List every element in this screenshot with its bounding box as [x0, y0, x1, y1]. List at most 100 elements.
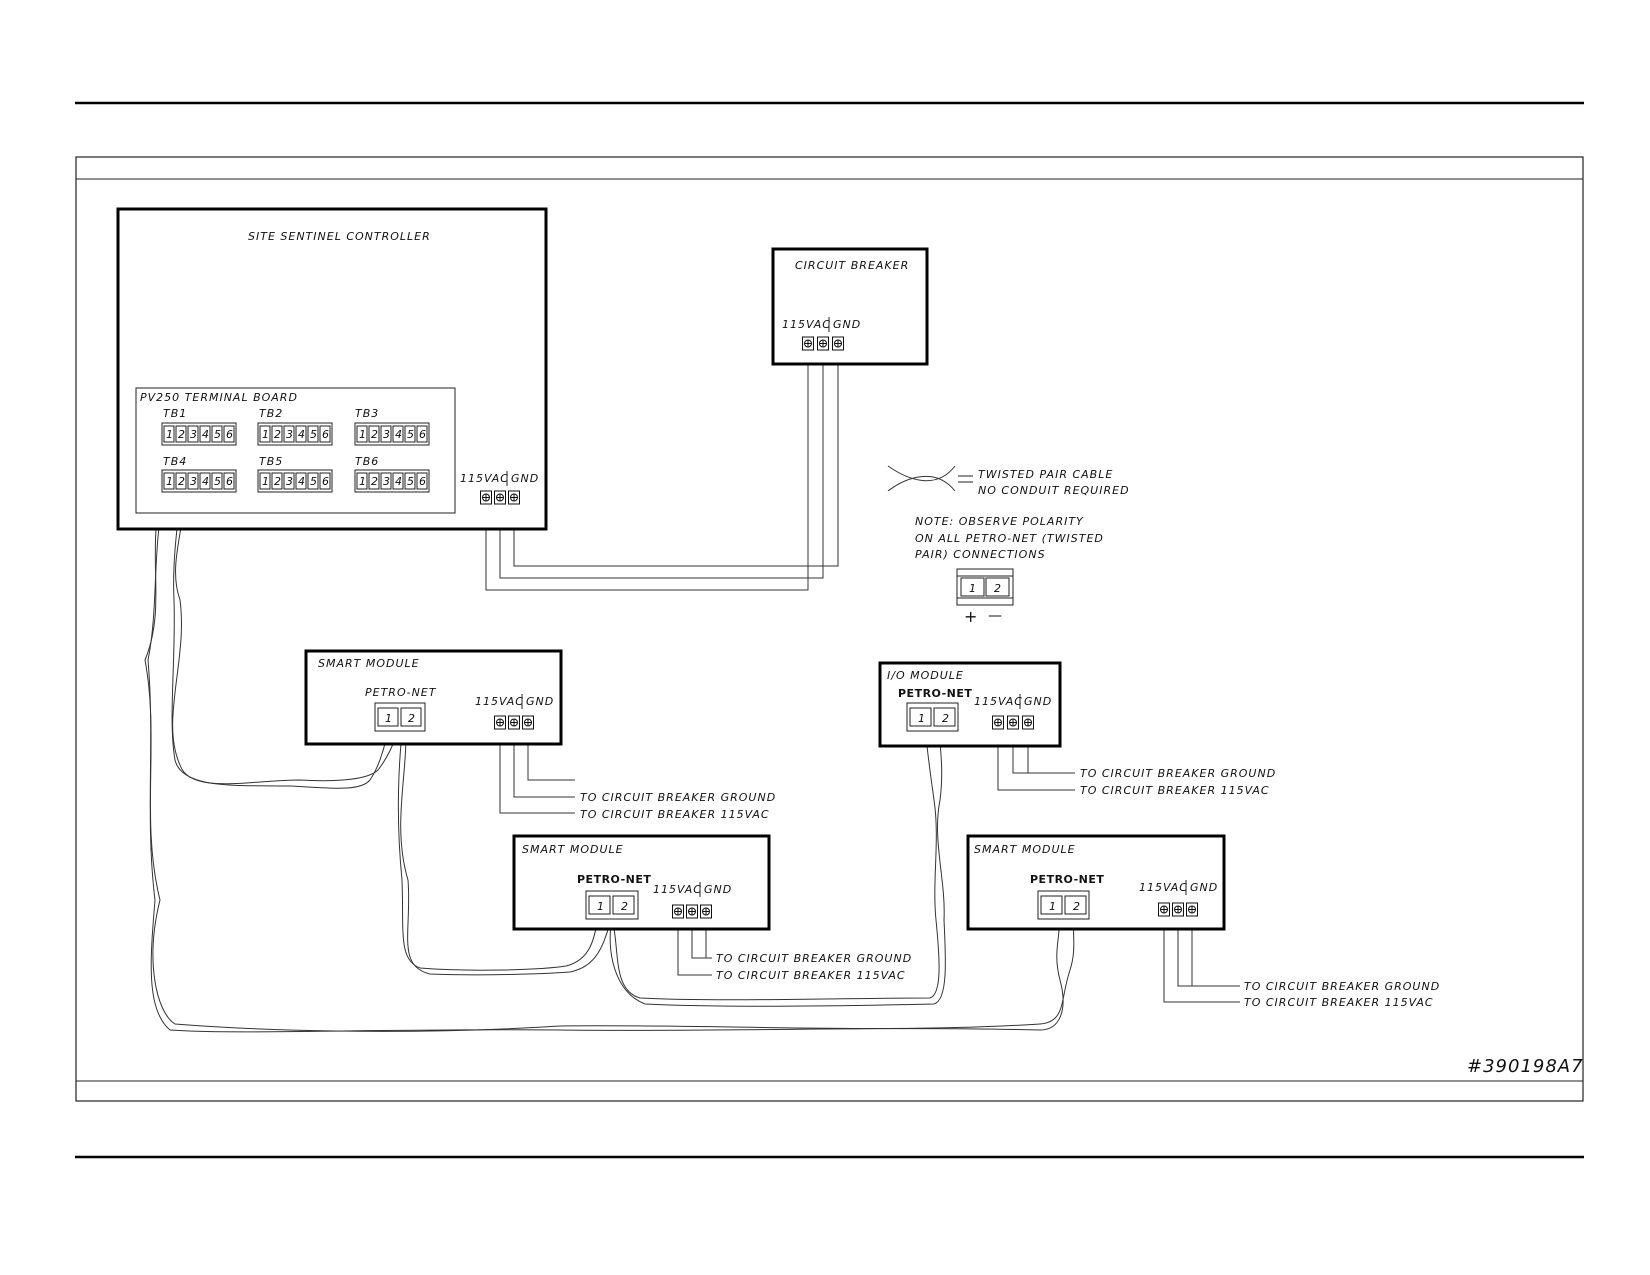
terminal-pin: 3	[286, 475, 293, 488]
polarity-pin-1: 1	[969, 582, 976, 595]
module-title: SMART MODULE	[974, 843, 1076, 856]
power-label: 115VAC	[1139, 881, 1188, 894]
legend-line-2: NO CONDUIT REQUIRED	[978, 484, 1130, 497]
io-module: I/O MODULE PETRO-NET 1 2 115VAC GND TO C…	[878, 661, 1276, 797]
petro-net-connector	[906, 702, 959, 732]
tb3-label: TB3	[355, 407, 379, 420]
polarity-plus: +	[964, 607, 978, 626]
tb2-label: TB2	[259, 407, 283, 420]
terminal-pin: 6	[419, 475, 426, 488]
tb1-label: TB1	[163, 407, 187, 420]
screw-terminal	[672, 904, 684, 919]
terminal-pin: 5	[310, 428, 317, 441]
to-power-label: TO CIRCUIT BREAKER 115VAC	[580, 808, 770, 821]
terminal-pin: 5	[310, 475, 317, 488]
petro-net-connector	[1037, 890, 1090, 920]
petro-net-label: PETRO-NET	[365, 686, 437, 699]
drawing-frame	[75, 156, 1584, 1102]
screw-terminal	[508, 715, 520, 730]
terminal-pin: 2	[274, 475, 281, 488]
controller-gnd-label: GND	[511, 472, 539, 485]
polarity-pin-2: 2	[994, 582, 1001, 595]
breaker-115vac-label: 115VAC	[782, 318, 831, 331]
terminal-pin: 3	[383, 428, 390, 441]
terminal-pin: 3	[286, 428, 293, 441]
terminal-pin: 3	[190, 428, 197, 441]
screw-terminal	[494, 715, 506, 730]
terminal-pin: 4	[395, 475, 402, 488]
screw-terminal	[686, 904, 698, 919]
to-ground-label: TO CIRCUIT BREAKER GROUND	[580, 791, 776, 804]
power-label: 115VAC	[475, 695, 524, 708]
tb6-label: TB6	[355, 455, 379, 468]
terminal-pin: 2	[178, 428, 185, 441]
petro-net-label: PETRO-NET	[577, 873, 651, 886]
note-line-1: NOTE: OBSERVE POLARITY	[915, 515, 1084, 528]
terminal-pin: 4	[202, 475, 209, 488]
terminal-pin: 2	[178, 475, 185, 488]
screw-terminal	[494, 490, 506, 505]
module-title: SMART MODULE	[318, 657, 420, 670]
ground-label: GND	[1024, 695, 1052, 708]
controller-115vac-label: 115VAC	[460, 472, 509, 485]
terminal-pin: 5	[214, 428, 221, 441]
screw-terminal	[1007, 715, 1019, 730]
pin-1: 1	[918, 712, 925, 725]
power-label: 115VAC	[974, 695, 1023, 708]
pin-2: 2	[942, 712, 949, 725]
to-ground-label: TO CIRCUIT BREAKER GROUND	[1244, 980, 1440, 993]
circuit-breaker-title: CIRCUIT BREAKER	[795, 259, 909, 272]
terminal-pin: 4	[202, 428, 209, 441]
module-title: SMART MODULE	[522, 843, 624, 856]
screw-terminal	[480, 490, 492, 505]
terminal-pin: 4	[298, 475, 305, 488]
terminal-pin: 1	[262, 428, 269, 441]
terminal-pin: 3	[190, 475, 197, 488]
controller-box	[116, 207, 548, 531]
pv250-terminal-board	[135, 387, 456, 514]
terminal-board-label: PV250 TERMINAL BOARD	[140, 391, 298, 404]
terminal-pin: 4	[298, 428, 305, 441]
ground-label: GND	[526, 695, 554, 708]
terminal-pin: 1	[359, 475, 366, 488]
screw-terminal	[1186, 902, 1198, 917]
terminal-pin: 6	[226, 475, 233, 488]
io-module-box	[878, 661, 1062, 748]
petro-net-connector	[585, 890, 639, 920]
polarity-connector	[956, 568, 1014, 606]
power-label: 115VAC	[653, 883, 702, 896]
to-power-label: TO CIRCUIT BREAKER 115VAC	[1244, 996, 1434, 1009]
screw-terminal	[802, 336, 814, 351]
pin-2: 2	[408, 712, 415, 725]
terminal-pin: 2	[371, 428, 378, 441]
petro-net-label: PETRO-NET	[898, 687, 972, 700]
polarity-minus: —	[988, 608, 1003, 624]
legend-line-1: TWISTED PAIR CABLE	[978, 468, 1113, 481]
ground-label: GND	[1190, 881, 1218, 894]
module-title: I/O MODULE	[887, 669, 964, 682]
terminal-pin: 5	[407, 475, 414, 488]
twisted-pair-legend: TWISTED PAIR CABLE NO CONDUIT REQUIRED	[887, 465, 1130, 497]
terminal-pin: 6	[419, 428, 426, 441]
twisted-pair-cables	[144, 477, 1081, 1033]
screw-terminal	[992, 715, 1004, 730]
to-power-label: TO CIRCUIT BREAKER 115VAC	[716, 969, 906, 982]
controller-title: SITE SENTINEL CONTROLLER	[248, 230, 431, 243]
terminal-pin: 6	[322, 428, 329, 441]
terminal-pin: 1	[166, 475, 173, 488]
terminal-pin: 3	[383, 475, 390, 488]
screw-terminal	[1022, 715, 1034, 730]
to-ground-label: TO CIRCUIT BREAKER GROUND	[716, 952, 912, 965]
pin-1: 1	[385, 712, 392, 725]
pin-2: 2	[1073, 900, 1080, 913]
to-ground-label: TO CIRCUIT BREAKER GROUND	[1080, 767, 1276, 780]
screw-terminal	[1158, 902, 1170, 917]
smart-module-1: SMART MODULE PETRO-NET 1 2 115VAC GND TO…	[304, 649, 776, 821]
